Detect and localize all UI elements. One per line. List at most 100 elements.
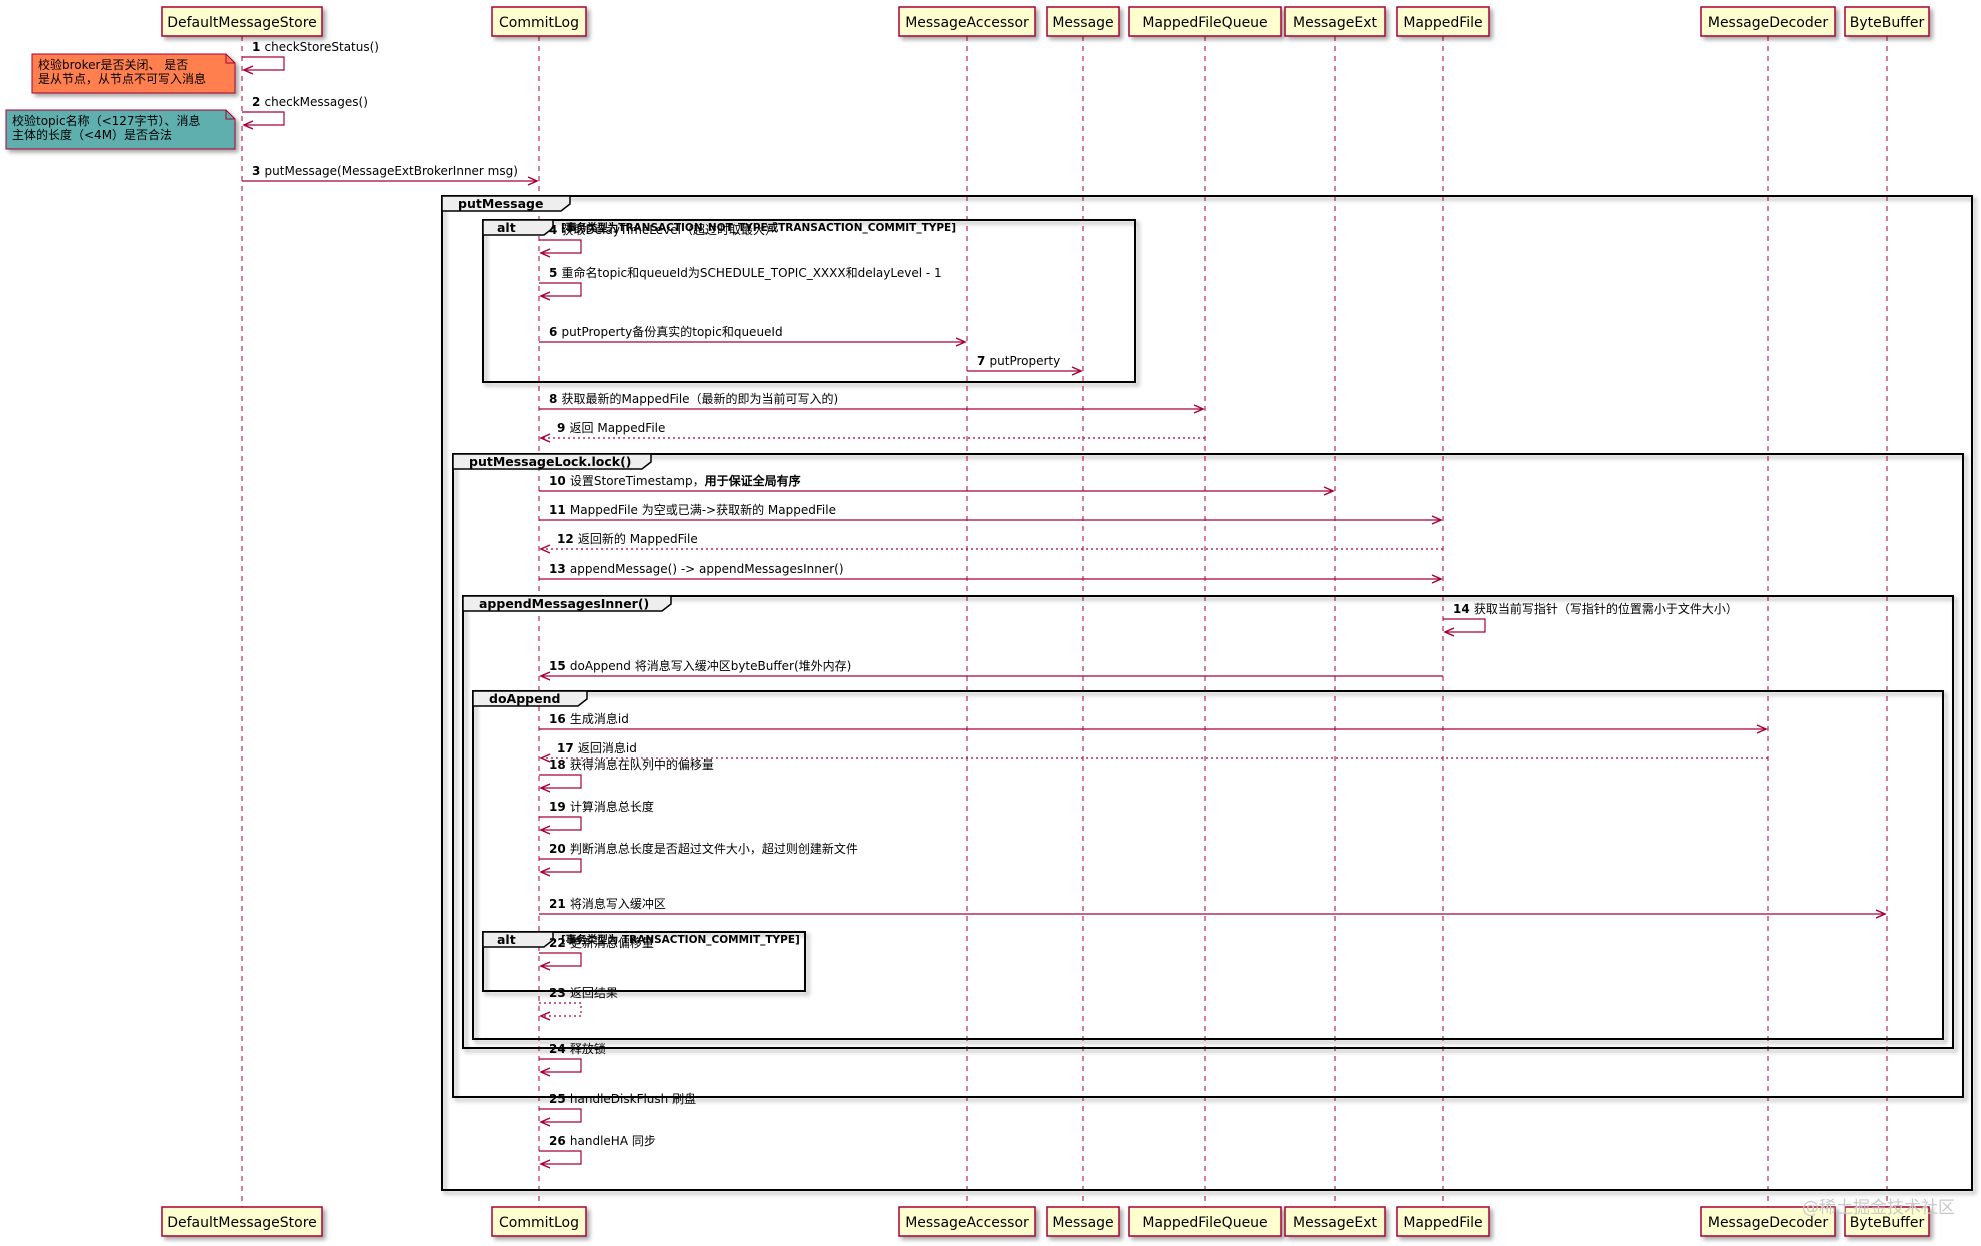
message: 12 返回新的 MappedFile (539, 531, 1443, 554)
note-text: 校验broker是否关闭、 是否 (38, 57, 188, 72)
arrow-head (1071, 366, 1083, 376)
arrow-head (1756, 724, 1768, 734)
message-label: 16 生成消息id (549, 711, 629, 726)
note-fold (225, 110, 235, 120)
message-self-arrow (539, 282, 582, 297)
arrow-head (1193, 404, 1205, 414)
message-number: 9 (557, 421, 570, 435)
message-label: 15 doAppend 将消息写入缓冲区byteBuffer(堆外内存) (549, 658, 851, 673)
message-text: appendMessage() -> appendMessagesInner() (570, 562, 844, 576)
note-box (5, 109, 236, 150)
note-fold (225, 54, 235, 64)
participant-label: ByteBuffer (1850, 15, 1925, 31)
participant-top: ByteBuffer (1844, 6, 1930, 37)
participant-top: DefaultMessageStore (161, 6, 323, 37)
message-number: 12 (557, 532, 578, 546)
frame-label-tab (482, 219, 554, 236)
frame-border (462, 595, 1954, 1049)
frame-border (452, 453, 1964, 1098)
message: 26 handleHA 同步 (539, 1134, 656, 1169)
message-number: 2 (252, 95, 265, 109)
arrow-head (539, 753, 551, 763)
participant-label: MappedFile (1403, 15, 1482, 31)
participant-label: MessageExt (1293, 1215, 1377, 1231)
message-text: 更新消息偏移量 (570, 935, 654, 950)
message-number: 25 (549, 1092, 570, 1106)
message-text: handleHA 同步 (570, 1134, 656, 1148)
message: 11 MappedFile 为空或已满->获取新的 MappedFile (539, 502, 1443, 525)
frame-border (482, 931, 806, 992)
message-number: 1 (252, 40, 265, 54)
message-text: 获取当前写指针（写指针的位置需小于文件大小） (1474, 601, 1738, 616)
participant-label: CommitLog (499, 15, 579, 31)
message-label: 7 putProperty (977, 354, 1060, 368)
messages-layer: 1 checkStoreStatus()2 checkMessages()3 p… (242, 40, 1887, 1169)
arrow-head (539, 1117, 551, 1127)
participant-bottom: MessageExt (1284, 1206, 1386, 1237)
message-number: 7 (977, 354, 990, 368)
participant-box (1700, 1206, 1836, 1237)
message-label: 13 appendMessage() -> appendMessagesInne… (549, 562, 844, 576)
message-self-arrow (539, 1150, 582, 1165)
arrow-head (539, 825, 551, 835)
message-number: 20 (549, 842, 570, 856)
participant-box (898, 6, 1036, 37)
note-text: 主体的长度（<4M）是否合法 (12, 127, 172, 142)
participant-bottom: CommitLog (491, 1206, 587, 1237)
watermark-text: @稀土掘金技术社区 (1802, 1198, 1955, 1218)
message-self-arrow (539, 239, 582, 254)
message: 24 释放锁 (539, 1041, 606, 1077)
message-number: 21 (549, 897, 570, 911)
message-text: 获得消息在队列中的偏移量 (570, 757, 714, 772)
message-label: 5 重命名topic和queueId为SCHEDULE_TOPIC_XXXX和d… (549, 265, 942, 280)
frame-group: appendMessagesInner() (462, 595, 1954, 1049)
participant-top: MessageExt (1284, 6, 1386, 37)
participant-bottom: MappedFile (1396, 1206, 1490, 1237)
frame-border (441, 195, 1973, 1191)
participant-bottom: MessageAccessor (898, 1206, 1036, 1237)
participant-box (1128, 6, 1282, 37)
message-label: 6 putProperty备份真实的topic和queueId (549, 324, 783, 339)
arrow-head (539, 433, 551, 443)
arrow-head (539, 671, 551, 681)
participant-label: Message (1052, 1215, 1113, 1231)
participant-box (161, 1206, 323, 1237)
participant-box (1128, 1206, 1282, 1237)
arrow-head (242, 120, 254, 130)
message: 16 生成消息id (539, 711, 1768, 734)
participant-box (491, 1206, 587, 1237)
message-text: 获取最新的MappedFile（最新的即为当前可写入的) (562, 391, 839, 406)
message-number: 10 (549, 474, 570, 488)
message-label: 8 获取最新的MappedFile（最新的即为当前可写入的) (549, 391, 838, 406)
participant-box (1700, 6, 1836, 37)
message-number: 16 (549, 712, 570, 726)
message-label: 1 checkStoreStatus() (252, 40, 379, 54)
message-number: 13 (549, 562, 570, 576)
message: 19 计算消息总长度 (539, 799, 654, 835)
message-text: 返回结果 (570, 986, 618, 1000)
message-label: 4 获取DelayTimeLevel（超过时取最大） (549, 222, 777, 237)
message-number: 11 (549, 503, 570, 517)
message-text: handleDiskFlush 刷盘 (570, 1091, 696, 1106)
message-label: 18 获得消息在队列中的偏移量 (549, 757, 714, 772)
participant-bottom: ByteBuffer (1844, 1206, 1930, 1237)
message-label: 10 设置StoreTimestamp，用于保证全局有序 (549, 473, 801, 488)
frame-label-tab (452, 453, 652, 470)
message-text: MappedFile 为空或已满->获取新的 MappedFile (570, 502, 836, 517)
note-text: 是从节点，从节点不可写入消息 (38, 71, 206, 86)
message-number: 22 (549, 936, 570, 950)
participant-label: MessageAccessor (905, 15, 1029, 31)
message-number: 18 (549, 758, 570, 772)
arrow-head (527, 176, 539, 186)
frame-border (482, 219, 1136, 383)
message-label: 3 putMessage(MessageExtBrokerInner msg) (252, 164, 518, 178)
message: 23 返回结果 (539, 986, 618, 1021)
participant-box (1844, 6, 1930, 37)
frame-label: alt (497, 220, 516, 235)
message-number: 6 (549, 325, 562, 339)
message-text: 返回新的 MappedFile (578, 531, 698, 546)
frame-group: doAppend (472, 690, 1944, 1040)
participant-bottom: MessageDecoder (1700, 1206, 1836, 1237)
participant-label: MappedFileQueue (1142, 1215, 1267, 1231)
